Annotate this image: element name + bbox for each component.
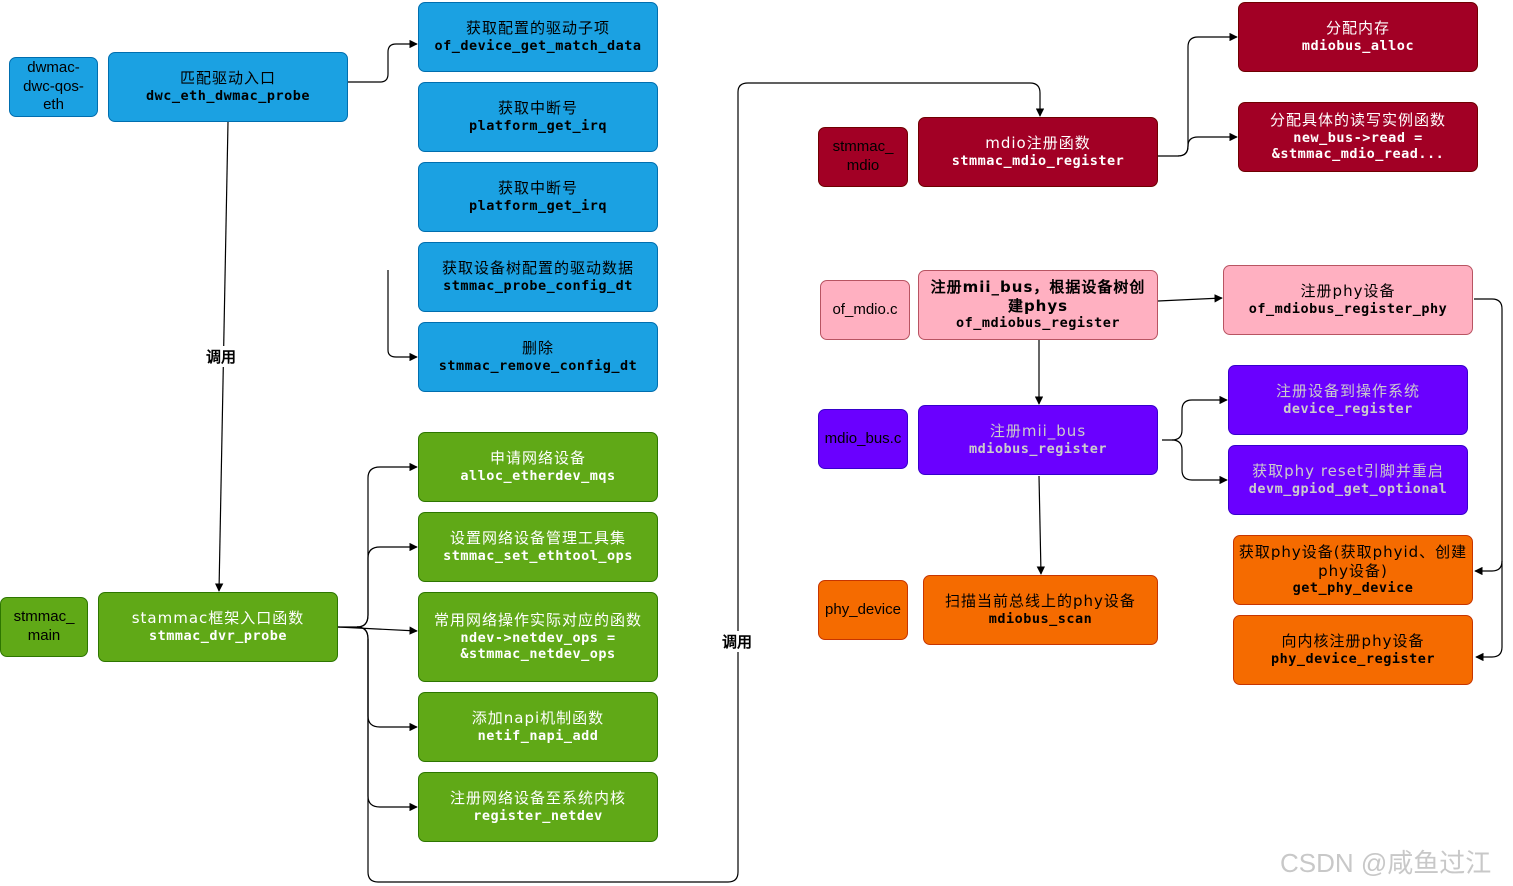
box-gpiod: 获取phy reset引脚并重启 devm_gpiod_get_optional bbox=[1228, 445, 1468, 515]
file-label-stmmac-main-text: stmmac_ main bbox=[13, 608, 75, 644]
file-label-of-mdio-text: of_mdio.c bbox=[832, 300, 898, 318]
file-label-dwmac: dwmac- dwc-qos- eth bbox=[9, 57, 98, 117]
box-irq-1-code: platform_get_irq bbox=[468, 117, 608, 134]
box-mdiobus-register: 注册mii_bus mdiobus_register bbox=[918, 405, 1158, 475]
box-dvr-probe-code: stmmac_dvr_probe bbox=[148, 627, 288, 644]
box-read-write-code: new_bus->read = &stmmac_mdio_read... bbox=[1271, 129, 1445, 163]
box-netdev-ops: 常用网络操作实际对应的函数 ndev->netdev_ops = &stmmac… bbox=[418, 592, 658, 682]
box-device-register: 注册设备到操作系统 device_register bbox=[1228, 365, 1468, 435]
box-irq-2-zh: 获取中断号 bbox=[497, 179, 578, 198]
box-mdiobus-register-zh: 注册mii_bus bbox=[989, 422, 1087, 441]
box-config-dt: 获取设备树配置的驱动数据 stmmac_probe_config_dt bbox=[418, 242, 658, 312]
file-label-of-mdio: of_mdio.c bbox=[820, 280, 910, 340]
box-mdio-register-code: stmmac_mdio_register bbox=[951, 152, 1125, 169]
box-mdiobus-alloc-code: mdiobus_alloc bbox=[1301, 37, 1415, 54]
box-phy-device-register-zh: 向内核注册phy设备 bbox=[1281, 632, 1425, 651]
edge-label-call-2: 调用 bbox=[722, 631, 753, 652]
box-device-register-code: device_register bbox=[1283, 400, 1413, 417]
box-mdio-register: mdio注册函数 stmmac_mdio_register bbox=[918, 117, 1158, 187]
box-dvr-probe: stammac框架入口函数 stmmac_dvr_probe bbox=[98, 592, 338, 662]
box-mdiobus-scan-code: mdiobus_scan bbox=[988, 610, 1093, 627]
box-get-phy-device-zh: 获取phy设备(获取phyid、创建phy设备) bbox=[1238, 542, 1468, 580]
box-napi-zh: 添加napi机制函数 bbox=[471, 709, 605, 728]
box-register-phy-zh: 注册phy设备 bbox=[1300, 282, 1396, 301]
box-register-phy: 注册phy设备 of_mdiobus_register_phy bbox=[1223, 265, 1473, 335]
box-alloc-etherdev-zh: 申请网络设备 bbox=[489, 449, 586, 468]
box-dvr-probe-zh: stammac框架入口函数 bbox=[131, 609, 305, 628]
box-get-phy-device: 获取phy设备(获取phyid、创建phy设备) get_phy_device bbox=[1233, 535, 1473, 605]
box-mdiobus-alloc: 分配内存 mdiobus_alloc bbox=[1238, 2, 1478, 72]
box-mdiobus-alloc-zh: 分配内存 bbox=[1325, 19, 1390, 38]
box-probe: 匹配驱动入口 dwc_eth_dwmac_probe bbox=[108, 52, 348, 122]
box-irq-1-zh: 获取中断号 bbox=[497, 99, 578, 118]
box-match-data-code: of_device_get_match_data bbox=[434, 37, 642, 54]
box-mdiobus-scan-zh: 扫描当前总线上的phy设备 bbox=[945, 592, 1136, 611]
box-config-dt-zh: 获取设备树配置的驱动数据 bbox=[441, 259, 634, 278]
box-netdev-ops-zh: 常用网络操作实际对应的函数 bbox=[433, 610, 642, 629]
box-match-data-zh: 获取配置的驱动子项 bbox=[465, 19, 610, 38]
box-mdio-register-zh: mdio注册函数 bbox=[985, 134, 1091, 153]
box-irq-2: 获取中断号 platform_get_irq bbox=[418, 162, 658, 232]
box-remove-dt: 删除 stmmac_remove_config_dt bbox=[418, 322, 658, 392]
box-alloc-etherdev-code: alloc_etherdev_mqs bbox=[460, 467, 616, 484]
box-remove-dt-zh: 删除 bbox=[521, 339, 554, 358]
file-label-stmmac-mdio-text: stmmac_ mdio bbox=[832, 138, 894, 174]
box-gpiod-code: devm_gpiod_get_optional bbox=[1248, 480, 1448, 497]
box-irq-1: 获取中断号 platform_get_irq bbox=[418, 82, 658, 152]
edge-label-call-1: 调用 bbox=[206, 346, 237, 367]
box-phy-device-register-code: phy_device_register bbox=[1271, 650, 1435, 667]
box-read-write: 分配具体的读写实例函数 new_bus->read = &stmmac_mdio… bbox=[1238, 102, 1478, 172]
box-probe-zh: 匹配驱动入口 bbox=[179, 69, 276, 88]
box-remove-dt-code: stmmac_remove_config_dt bbox=[438, 357, 638, 374]
box-irq-2-code: platform_get_irq bbox=[468, 197, 608, 214]
box-of-mdiobus-register-code: of_mdiobus_register bbox=[956, 315, 1120, 332]
box-ethtool: 设置网络设备管理工具集 stmmac_set_ethtool_ops bbox=[418, 512, 658, 582]
file-label-dwmac-text: dwmac- dwc-qos- eth bbox=[23, 58, 84, 114]
box-ethtool-code: stmmac_set_ethtool_ops bbox=[443, 547, 633, 564]
box-mdiobus-register-code: mdiobus_register bbox=[968, 440, 1108, 457]
box-get-phy-device-code: get_phy_device bbox=[1292, 580, 1414, 597]
file-label-phy-device: phy_device bbox=[818, 580, 908, 640]
box-config-dt-code: stmmac_probe_config_dt bbox=[443, 277, 633, 294]
box-alloc-etherdev: 申请网络设备 alloc_etherdev_mqs bbox=[418, 432, 658, 502]
box-probe-code: dwc_eth_dwmac_probe bbox=[146, 87, 310, 104]
box-register-netdev-zh: 注册网络设备至系统内核 bbox=[449, 789, 626, 808]
box-mdiobus-scan: 扫描当前总线上的phy设备 mdiobus_scan bbox=[923, 575, 1158, 645]
box-napi: 添加napi机制函数 netif_napi_add bbox=[418, 692, 658, 762]
file-label-stmmac-main: stmmac_ main bbox=[0, 597, 88, 657]
box-register-netdev-code: register_netdev bbox=[473, 807, 603, 824]
file-label-stmmac-mdio: stmmac_ mdio bbox=[818, 127, 908, 187]
box-netdev-ops-code: ndev->netdev_ops = &stmmac_netdev_ops bbox=[460, 629, 616, 663]
file-label-phy-device-text: phy_device bbox=[825, 600, 901, 618]
box-register-netdev: 注册网络设备至系统内核 register_netdev bbox=[418, 772, 658, 842]
box-napi-code: netif_napi_add bbox=[477, 727, 599, 744]
box-gpiod-zh: 获取phy reset引脚并重启 bbox=[1252, 462, 1444, 481]
box-device-register-zh: 注册设备到操作系统 bbox=[1275, 382, 1420, 401]
box-of-mdiobus-register-zh: 注册mii_bus，根据设备树创建phys bbox=[930, 277, 1146, 315]
file-label-mdio-bus-text: mdio_bus.c bbox=[824, 429, 902, 447]
box-of-mdiobus-register: 注册mii_bus，根据设备树创建phys of_mdiobus_registe… bbox=[918, 270, 1158, 340]
box-ethtool-zh: 设置网络设备管理工具集 bbox=[449, 529, 626, 548]
file-label-mdio-bus: mdio_bus.c bbox=[818, 409, 908, 469]
box-read-write-zh: 分配具体的读写实例函数 bbox=[1269, 110, 1446, 129]
box-match-data: 获取配置的驱动子项 of_device_get_match_data bbox=[418, 2, 658, 72]
box-register-phy-code: of_mdiobus_register_phy bbox=[1248, 300, 1448, 317]
box-phy-device-register: 向内核注册phy设备 phy_device_register bbox=[1233, 615, 1473, 685]
watermark: CSDN @咸鱼过江 bbox=[1280, 848, 1492, 878]
